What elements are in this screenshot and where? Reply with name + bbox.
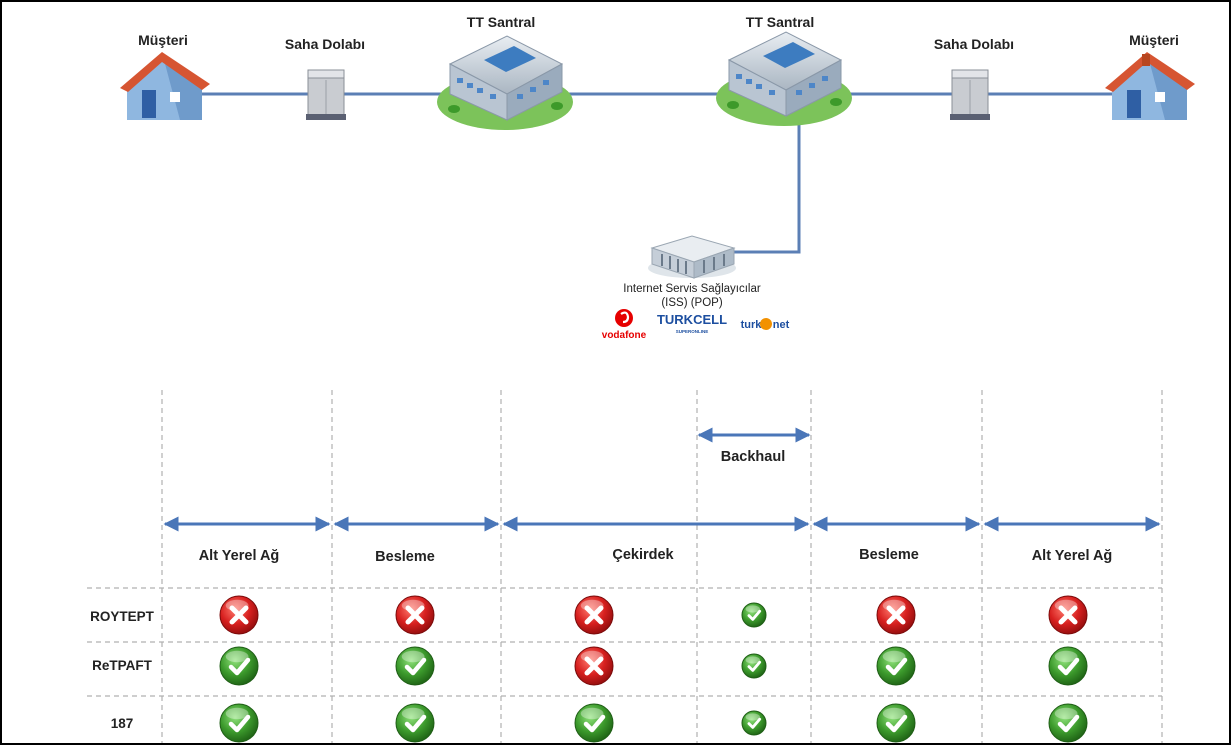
- house-icon-right: [1105, 52, 1195, 120]
- check-icon: [1048, 703, 1088, 743]
- row-label-roytept: ROYTEPT: [90, 609, 155, 624]
- label-customer-right: Müşteri: [1129, 32, 1179, 48]
- check-icon: [876, 646, 916, 686]
- check-icon: [741, 710, 767, 736]
- check-icon: [876, 703, 916, 743]
- check-icon: [395, 646, 435, 686]
- vodafone-logo: vodafone: [602, 309, 647, 341]
- row-label-187: 187: [111, 716, 134, 731]
- label-cabinet-left: Saha Dolabı: [285, 36, 365, 52]
- check-icon: [741, 653, 767, 679]
- status-matrix: [219, 595, 1088, 743]
- svg-text:turk: turk: [741, 319, 763, 331]
- row-dividers: [87, 587, 1162, 697]
- check-icon: [219, 703, 259, 743]
- check-icon: [395, 703, 435, 743]
- cross-icon: [395, 595, 435, 635]
- svg-text:vodafone: vodafone: [602, 330, 647, 341]
- cross-icon: [219, 595, 259, 635]
- cross-icon: [876, 595, 916, 635]
- data-center-icon: [648, 235, 736, 279]
- street-cabinet-icon-left: [306, 69, 346, 120]
- isp-logos: vodafone TURKCELL SUPERONLINE turk net: [602, 309, 790, 341]
- isp-label-line1: Internet Servis Sağlayıcılar: [623, 283, 761, 295]
- segment-arrows: [163, 427, 1161, 532]
- check-icon: [574, 703, 614, 743]
- label-exchange-right: TT Santral: [746, 14, 814, 30]
- segment-label-alt-yerel-ag-left: Alt Yerel Ağ: [199, 548, 280, 564]
- check-icon: [219, 646, 259, 686]
- label-cabinet-right: Saha Dolabı: [934, 36, 1014, 52]
- check-icon: [1048, 646, 1088, 686]
- segment-label-besleme-left: Besleme: [375, 549, 435, 565]
- house-icon-left: [120, 52, 210, 120]
- street-cabinet-icon-right: [950, 69, 990, 120]
- isp-label-line2: (ISS) (POP): [661, 297, 723, 309]
- cross-icon: [574, 595, 614, 635]
- check-icon: [741, 602, 767, 628]
- segment-dividers: [161, 390, 1163, 743]
- segment-label-backhaul: Backhaul: [721, 449, 785, 465]
- label-exchange-left: TT Santral: [467, 14, 535, 30]
- svg-text:SUPERONLINE: SUPERONLINE: [676, 329, 709, 334]
- cross-icon: [574, 646, 614, 686]
- segment-label-alt-yerel-ag-right: Alt Yerel Ağ: [1032, 548, 1113, 564]
- segment-label-cekirdek: Çekirdek: [612, 547, 674, 563]
- exchange-building-icon-right: [716, 31, 852, 126]
- svg-text:net: net: [773, 319, 790, 331]
- svg-text:TURKCELL: TURKCELL: [657, 312, 727, 327]
- exchange-building-icon-left: [437, 35, 573, 130]
- cross-icon: [1048, 595, 1088, 635]
- row-label-retpaft: ReTPAFT: [92, 658, 153, 673]
- turkcell-logo: TURKCELL SUPERONLINE: [657, 312, 727, 334]
- turknet-logo: turk net: [741, 318, 790, 331]
- label-customer-left: Müşteri: [138, 32, 188, 48]
- segment-label-besleme-right: Besleme: [859, 547, 919, 563]
